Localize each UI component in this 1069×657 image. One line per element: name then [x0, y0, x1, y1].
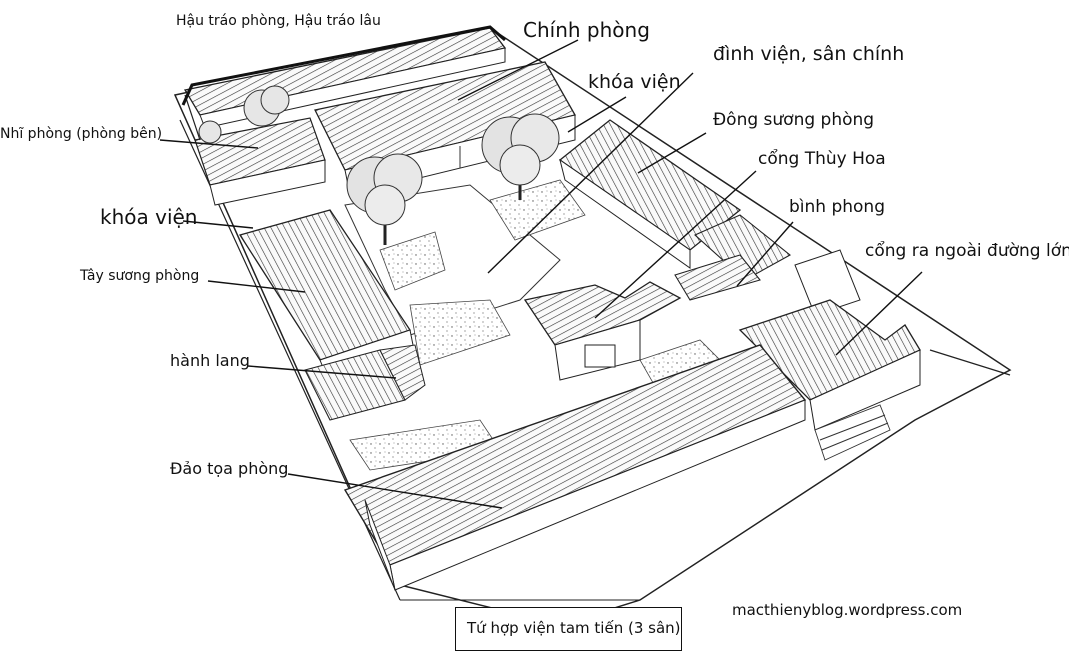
caption-title: Tứ hợp viện tam tiến (3 sân) [467, 619, 681, 637]
tree-courtyard-left [346, 153, 423, 245]
side-room-left [194, 117, 326, 206]
back-row-bracket [181, 25, 506, 106]
label-cong-thuy-hoa: cổng Thùy Hoa [758, 149, 886, 169]
credit-text: macthienyblog.wordpress.com [732, 601, 963, 619]
label-dong-suong-phong: Đông sương phòng [713, 110, 875, 130]
label-chinh-phong: Chính phòng [523, 18, 650, 42]
label-hau-trao-phong: Hậu tráo phòng, Hậu tráo lâu [176, 13, 381, 29]
label-tay-suong-phong: Tây sương phòng [80, 268, 200, 284]
east-small-rooms [674, 214, 861, 316]
label-khoa-vien-right: khóa viện [588, 71, 681, 93]
hanging-flower-gate [523, 281, 682, 381]
corridor [304, 344, 426, 421]
label-dinh-vien: đình viện, sân chính [713, 43, 905, 65]
front-row-building [343, 344, 807, 591]
label-nhi-phong: Nhĩ phòng (phòng bên) [0, 126, 163, 142]
label-binh-phong: bình phong [789, 197, 885, 217]
perimeter-walls [184, 94, 1011, 376]
label-hanh-lang: hành lang [170, 351, 250, 370]
east-wing [558, 119, 742, 269]
leader-lines [159, 39, 923, 509]
caption-frame [455, 607, 682, 651]
tree-left-top [243, 85, 290, 127]
tree-courtyard-right [481, 113, 560, 200]
label-khoa-vien-left: khóa viện [100, 205, 198, 229]
tree-left-mid [198, 120, 222, 144]
label-dao-toa-phong: Đảo tọa phòng [170, 459, 289, 478]
label-cong-ra-ngoai: cổng ra ngoài đường lớn [865, 241, 1069, 261]
